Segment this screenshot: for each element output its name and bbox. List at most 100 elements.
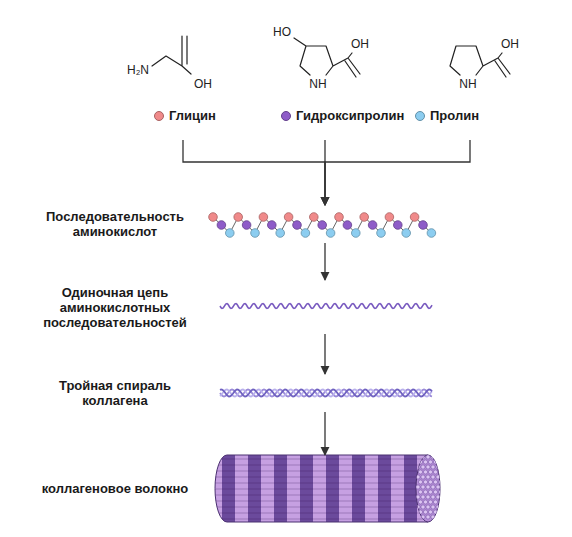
fibril-end bbox=[421, 515, 425, 519]
amino-acid-bead bbox=[301, 229, 310, 238]
amino-acid-bead bbox=[251, 229, 260, 238]
fibril-end bbox=[426, 465, 430, 469]
fibril-end bbox=[438, 490, 442, 494]
legend-swatch bbox=[281, 111, 291, 121]
fibril-end bbox=[421, 475, 425, 479]
legend-label: Гидроксипролин bbox=[296, 108, 404, 123]
flow-arrow bbox=[324, 412, 325, 455]
stage-label: Одиночная цепь аминокислотных последоват… bbox=[25, 285, 205, 330]
helix-strand bbox=[220, 390, 432, 397]
fibril-end bbox=[433, 500, 437, 504]
fibril-line bbox=[212, 459, 432, 460]
stage-label: Тройная спираль коллагена bbox=[25, 378, 205, 408]
fibril-end bbox=[438, 460, 442, 464]
chain-wave bbox=[220, 304, 432, 309]
amino-acid-bead bbox=[209, 213, 218, 222]
fibril-end bbox=[416, 515, 420, 519]
legend-label: Пролин bbox=[430, 108, 479, 123]
fibril-end bbox=[436, 485, 440, 489]
fibril-end bbox=[428, 510, 432, 514]
atom-label: NH bbox=[309, 78, 326, 91]
hydroxyproline-bonds bbox=[294, 38, 360, 77]
atom-label: NH bbox=[459, 78, 476, 91]
stage-label: коллагеновое волокно bbox=[25, 481, 205, 496]
fibril-end bbox=[431, 485, 435, 489]
fibril-end bbox=[423, 480, 427, 484]
flow-arrow bbox=[324, 334, 325, 374]
flow-arrow bbox=[325, 140, 470, 205]
fibril-line bbox=[212, 483, 432, 484]
legend-swatch bbox=[415, 111, 425, 121]
fibril-end bbox=[416, 495, 420, 499]
chain-link bbox=[213, 217, 431, 233]
helix-strand bbox=[220, 390, 432, 397]
fibril-end bbox=[431, 465, 435, 469]
fibril-end bbox=[418, 460, 422, 464]
fibril-end bbox=[421, 465, 425, 469]
amino-acid-bead bbox=[326, 229, 335, 238]
fibril-end bbox=[418, 480, 422, 484]
atom-label: H₂N bbox=[127, 64, 149, 77]
amino-acid-bead bbox=[352, 229, 361, 238]
fibril-end bbox=[433, 480, 437, 484]
fibril-line bbox=[212, 519, 432, 520]
amino-acid-bead bbox=[242, 221, 251, 230]
fibril-line bbox=[212, 507, 432, 508]
fibril-end bbox=[426, 505, 430, 509]
stage-node: коллагеновое волокно bbox=[25, 455, 440, 522]
fibril-end bbox=[428, 500, 432, 504]
atom-label: OH bbox=[194, 78, 212, 91]
legend-entry: Пролин bbox=[415, 108, 479, 123]
amino-acid-bead bbox=[385, 213, 394, 222]
amino-acid-bead bbox=[310, 213, 319, 222]
fibril-end bbox=[423, 460, 427, 464]
amino-acid-bead bbox=[318, 221, 327, 230]
legend-entry: Гидроксипролин bbox=[281, 108, 404, 123]
fibril-end bbox=[436, 505, 440, 509]
fibril-line bbox=[212, 477, 432, 478]
fibril-end bbox=[436, 495, 440, 499]
fibril-end bbox=[416, 475, 420, 479]
amino-acid-bead bbox=[377, 229, 386, 238]
fibril-end bbox=[428, 470, 432, 474]
fiber-outline bbox=[215, 455, 428, 522]
legend-entry: Глицин bbox=[154, 108, 216, 123]
fibril-end bbox=[426, 485, 430, 489]
fibril-end bbox=[416, 485, 420, 489]
fibril-end bbox=[418, 500, 422, 504]
fibril-end bbox=[431, 515, 435, 519]
amino-acid-bead bbox=[419, 221, 428, 230]
amino-acid-bead bbox=[259, 213, 268, 222]
proline-bonds bbox=[450, 46, 510, 77]
collagen-fiber bbox=[212, 455, 443, 522]
amino-acid-bead bbox=[217, 221, 226, 230]
fibril-end bbox=[436, 515, 440, 519]
fibril-end bbox=[436, 455, 440, 459]
stage-node: Одиночная цепь аминокислотных последоват… bbox=[25, 280, 440, 334]
stage-node: Тройная спираль коллагена bbox=[25, 374, 440, 412]
amino-acid-bead bbox=[394, 221, 403, 230]
fibril-line bbox=[212, 471, 432, 472]
fibril-end bbox=[421, 495, 425, 499]
fibril-end bbox=[418, 490, 422, 494]
amino-acid-bead bbox=[427, 229, 436, 238]
fibril-end bbox=[438, 510, 442, 514]
single-chain bbox=[220, 304, 432, 309]
fibril-end bbox=[416, 505, 420, 509]
amino-acid-bead bbox=[293, 221, 302, 230]
fibril-end bbox=[416, 465, 420, 469]
fibril-end bbox=[423, 510, 427, 514]
fibril-end bbox=[438, 480, 442, 484]
fibril-end bbox=[423, 470, 427, 474]
fibril-end bbox=[433, 510, 437, 514]
amino-acid-chain bbox=[209, 213, 436, 238]
fibril-end bbox=[436, 475, 440, 479]
triple-helix bbox=[220, 390, 432, 397]
amino-acid-bead bbox=[402, 229, 411, 238]
stage-label: Последовательность аминокислот bbox=[25, 209, 205, 239]
fibril-line bbox=[212, 501, 432, 502]
amino-acid-bead bbox=[234, 213, 243, 222]
atom-label: OH bbox=[351, 38, 369, 51]
